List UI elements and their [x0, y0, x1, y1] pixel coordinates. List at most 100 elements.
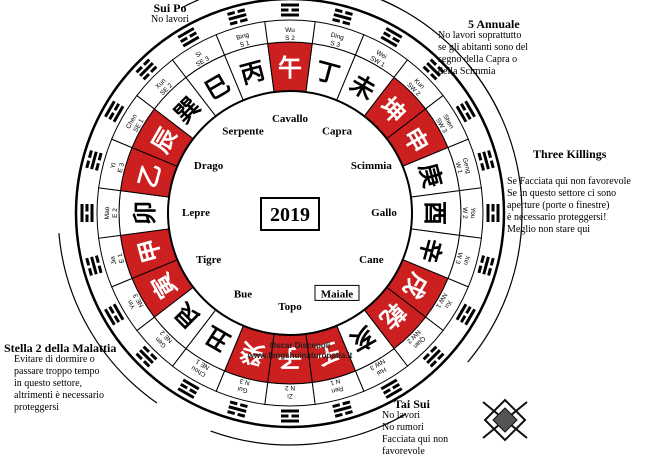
- trigram-icon: [135, 58, 158, 81]
- zodiac-label: Maiale: [321, 288, 353, 300]
- note-three-killings-line: aperture (porte o finestre): [507, 200, 610, 211]
- trigram-icon: [135, 345, 158, 368]
- year-box: 2019: [260, 197, 320, 231]
- sector-bracket: [467, 63, 523, 363]
- mountain-code: N 3: [239, 377, 251, 386]
- trigram-icon: [455, 303, 476, 326]
- note-three-killings: Three Killings Se Facciata qui non favor…: [507, 148, 657, 236]
- note-three-killings-title: Three Killings: [533, 147, 607, 161]
- trigram-icon: [477, 150, 495, 171]
- mountain-code: W 3: [454, 252, 464, 265]
- mountain-pinyin: Yin: [126, 298, 137, 310]
- mountain-pinyin: Hai: [375, 366, 387, 377]
- note-tai-sui-line: favorevole: [382, 446, 425, 457]
- zodiac-label: Drago: [194, 160, 224, 172]
- trigram-icon: [177, 378, 200, 399]
- note-sui-po-title: Sui Po: [153, 1, 187, 15]
- note-three-killings-line: Se in questo settore ci sono: [507, 188, 617, 199]
- trigram-icon: [422, 345, 445, 368]
- trigram-icon: [281, 3, 299, 17]
- zodiac-label: Lepre: [182, 207, 210, 219]
- trigram-icon: [227, 8, 248, 26]
- trigram-icon: [422, 58, 445, 81]
- trigram-icon: [104, 100, 125, 123]
- zodiac-label: Capra: [322, 126, 352, 138]
- note-tai-sui: Tai Sui No lavori No rumori Facciata qui…: [382, 398, 492, 458]
- mountain-pinyin: Xin: [462, 255, 471, 266]
- note-malattia-title: Stella 2 della Malattia: [4, 341, 117, 355]
- zodiac-label: Bue: [234, 288, 252, 300]
- zodiac-label: Tigre: [196, 254, 221, 266]
- mountain-pinyin: Geng: [461, 157, 472, 175]
- mountain-pinyin: Yi: [110, 162, 118, 169]
- mountain-code: S 2: [285, 35, 295, 42]
- mountain-pinyin: Wei: [375, 49, 388, 61]
- trigram-icon: [80, 204, 94, 222]
- mountain-pinyin: Ren: [330, 384, 344, 394]
- mountain-pinyin: Zi: [287, 392, 292, 399]
- note-malattia-line: altrimenti è necessario: [14, 390, 104, 401]
- trigram-icon: [380, 27, 403, 48]
- trigram-icon: [380, 378, 403, 399]
- mountain-char: 卯: [131, 201, 159, 225]
- note-three-killings-line: è necessario proteggersi!: [507, 212, 607, 223]
- mountain-code: E 2: [112, 208, 119, 218]
- zodiac-label: Scimmia: [351, 160, 392, 172]
- watermark: Oscar Discepoli www.fengshuinaturopatia.…: [247, 341, 353, 360]
- note-annuale-line: No lavori soprattutto: [438, 30, 522, 41]
- mountain-code: W 2: [461, 207, 468, 219]
- note-sui-po-line: No lavori: [150, 14, 190, 25]
- mountain-pinyin: Si: [194, 50, 203, 59]
- corner-compass-icon: [482, 398, 528, 442]
- note-annuale-line: della Scimmia: [438, 66, 496, 77]
- mountain-char: 子: [278, 344, 302, 372]
- mountain-pinyin: Gui: [237, 385, 249, 394]
- sector-brackets: [58, 0, 523, 446]
- mountain-char: 午: [278, 54, 302, 82]
- zodiac-label: Serpente: [222, 126, 264, 138]
- note-malattia-line: in questo settore,: [14, 378, 83, 389]
- zodiac-label: Gallo: [371, 207, 397, 219]
- trigram-icon: [455, 100, 476, 123]
- mountain-pinyin: Jia: [109, 255, 118, 265]
- mountain-code: N 2: [285, 384, 296, 391]
- trigram-icon: [332, 400, 353, 418]
- note-malattia: Stella 2 della Malattia Evitare di dormi…: [4, 342, 164, 414]
- zodiac-highlight: [314, 284, 360, 301]
- sector-bracket: [210, 413, 407, 446]
- note-three-killings-line: Se Facciata qui non favorevole: [507, 176, 631, 187]
- note-malattia-line: passare troppo tempo: [14, 366, 100, 377]
- note-tai-sui-line: Facciata qui non: [382, 434, 449, 445]
- mountain-code: W 1: [454, 161, 464, 174]
- trigram-icon: [332, 8, 353, 26]
- year-label: 2019: [270, 204, 310, 226]
- trigram-icon: [85, 150, 103, 171]
- mountain-char: 酉: [421, 201, 449, 225]
- watermark-url: www.fengshuinaturopatia.it: [247, 351, 353, 360]
- trigram-icon: [486, 204, 500, 222]
- note-tai-sui-line: No lavori: [382, 410, 421, 421]
- note-tai-sui-title: Tai Sui: [394, 397, 430, 411]
- mountain-code: S 1: [239, 40, 251, 49]
- mountain-code: S 3: [330, 40, 342, 49]
- zodiac-label: Cavallo: [272, 113, 309, 125]
- mountain-pinyin: You: [469, 208, 476, 219]
- trigram-icon: [104, 303, 125, 326]
- watermark-author: Oscar Discepoli: [270, 341, 330, 350]
- mountain-code: E 1: [117, 252, 126, 264]
- note-malattia-line: Evitare di dormire o: [14, 354, 95, 365]
